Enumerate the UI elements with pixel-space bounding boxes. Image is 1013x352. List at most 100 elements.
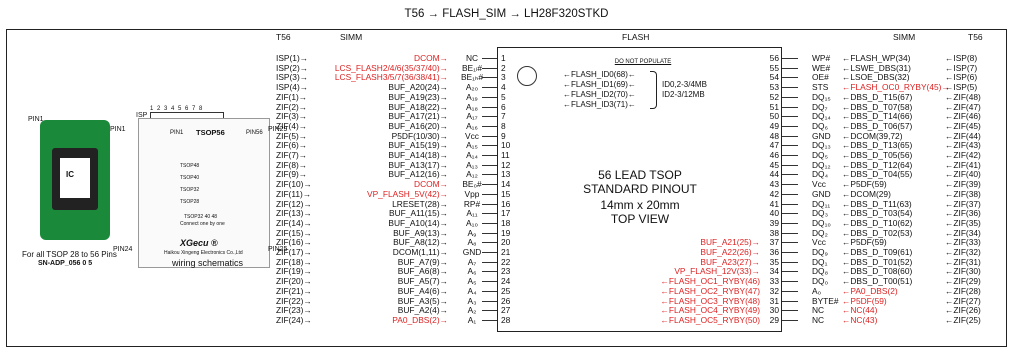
left-simm: DCOM→: [414, 53, 448, 63]
left-t56: ZIF(19)→: [276, 266, 312, 277]
right-simm: ←DBS_D_T09(61): [842, 247, 913, 257]
left-signal: A₁: [467, 314, 477, 325]
right-simm: ←P5DF(59): [842, 179, 887, 190]
package-list: TSOP48 TSOP40 TSOP32 TSOP28: [180, 160, 199, 208]
right-t56: ←ZIF(45): [945, 120, 981, 131]
left-simm: BUF_A13(17)→: [388, 159, 448, 170]
right-t56: ←ZIF(37): [945, 198, 981, 209]
left-pin-line: [482, 193, 497, 195]
left-t56: ZIF(3)→: [276, 111, 308, 122]
right-pin-line: [782, 116, 798, 118]
right-t56: ←ZIF(46): [945, 111, 981, 122]
left-pin-line: [482, 155, 497, 156]
left-t56: ISP(1)→: [276, 53, 309, 63]
id-note-1: ID0,2-3/4MB: [662, 80, 707, 89]
left-simm: BUF_A5(7)→: [397, 276, 448, 287]
right-simm: ←FLASH_OC0_RYBY(45)→: [842, 82, 950, 93]
header-simm-left: SIMM: [340, 32, 363, 42]
right-pin-line: [782, 155, 798, 156]
right-pin-number: 31: [769, 295, 779, 306]
right-pin-number: 56: [769, 53, 779, 63]
right-pin-number: 30: [769, 305, 779, 316]
left-pin-number: 8: [501, 120, 506, 131]
right-simm: ←DBS_D_T15(67): [842, 91, 913, 102]
right-signal: DQ₈: [812, 266, 829, 277]
right-signal: DQ₁₅: [812, 91, 831, 102]
right-signal: STS: [812, 82, 829, 93]
right-t56: ←ZIF(28): [945, 285, 981, 296]
right-t56: ←ZIF(27): [945, 295, 981, 306]
left-t56: ISP(3)→: [276, 72, 309, 83]
right-signal: WP#: [812, 53, 831, 63]
left-pin-number: 19: [501, 227, 511, 238]
flash-id2: ←FLASH_ID2(70)←: [563, 90, 636, 99]
right-signal: DQ₁₃: [812, 140, 831, 151]
left-simm: BUF_A10(14)→: [388, 217, 448, 228]
right-t56: ←ZIF(36): [945, 208, 981, 219]
left-t56: ISP(2)→: [276, 62, 309, 73]
right-pin-number: 32: [769, 285, 779, 296]
left-pin-line: [482, 87, 497, 89]
flash-id1: ←FLASH_ID1(69)←: [563, 80, 636, 89]
left-simm: BUF_A3(5)→: [397, 295, 448, 306]
left-signal: BE₀#: [462, 179, 482, 190]
right-pin-number: 40: [769, 208, 779, 219]
right-t56: ←ZIF(29): [945, 276, 981, 287]
left-signal: A₁₀: [466, 217, 478, 228]
left-pin-number: 11: [501, 150, 510, 160]
right-pin-number: 55: [769, 62, 779, 73]
inner-signal: ←FLASH_OC5_RYBY(50): [660, 314, 760, 325]
left-simm: LCS_FLASH2/4/6(35/37/40)→: [334, 62, 448, 73]
right-simm: ←DBS_D_T10(62): [842, 217, 913, 228]
left-pin-line: [482, 271, 497, 273]
right-pin-number: 46: [769, 150, 779, 160]
right-simm: ←DCOM(39,72): [842, 130, 903, 141]
pkg-tsop32: TSOP32: [180, 187, 200, 193]
right-pin-number: 42: [769, 188, 779, 199]
left-simm: BUF_A12(16)→: [388, 169, 448, 180]
left-signal: A₅: [467, 276, 477, 287]
right-pin-line: [782, 232, 798, 234]
left-signal: A₁₂: [466, 169, 478, 180]
left-t56: ZIF(5)→: [276, 130, 308, 141]
right-signal: Vcc: [812, 237, 826, 248]
chip-title-4: TOP VIEW: [610, 212, 670, 226]
left-signal: A₁₅: [466, 140, 478, 151]
left-pin-number: 10: [501, 140, 511, 151]
left-simm: BUF_A11(15)→: [389, 208, 448, 219]
right-t56: ←ZIF(32): [945, 247, 981, 257]
right-t56: ←ISP(8): [945, 53, 978, 63]
left-simm: BUF_A9(13)→: [393, 227, 448, 238]
right-pin-line: [782, 67, 798, 69]
right-pin-number: 45: [769, 159, 779, 170]
right-simm: ←DBS_D_T08(60): [842, 266, 913, 277]
right-simm: ←P5DF(59): [842, 295, 887, 306]
right-pin-line: [782, 77, 798, 79]
left-signal: A₇: [467, 256, 477, 267]
left-simm: BUF_A16(20)→: [388, 120, 448, 131]
left-pin-number: 26: [501, 295, 511, 306]
diagram-frame: [6, 29, 1007, 347]
right-signal: DQ₁₁: [812, 198, 831, 209]
chip-title-3: 14mm x 20mm: [600, 198, 680, 212]
left-t56: ZIF(17)→: [276, 247, 312, 257]
right-pin-line: [782, 164, 798, 166]
right-simm: ←DBS_D_T11(63): [842, 198, 912, 209]
left-pin-number: 24: [501, 276, 511, 287]
left-signal: A₄: [467, 285, 477, 296]
left-t56: ZIF(13)→: [276, 208, 312, 219]
left-signal: BE₁ₕ#: [460, 72, 484, 83]
tsop56-label: TSOP56: [196, 128, 225, 137]
right-signal: DQ₉: [812, 247, 828, 257]
left-simm: PA0_DBS(2)→: [392, 314, 448, 325]
right-pin-line: [782, 145, 798, 147]
right-t56: ←ISP(7): [945, 62, 978, 73]
right-pin-number: 37: [769, 237, 779, 248]
left-pin-line: [482, 261, 497, 263]
right-pin-line: [782, 310, 798, 312]
right-signal: OE#: [812, 72, 829, 83]
left-simm: P5DF(10/30)→: [391, 130, 448, 141]
left-pin-number: 16: [501, 198, 511, 209]
left-t56: ISP(4)→: [276, 82, 309, 93]
left-t56: ZIF(20)→: [276, 276, 312, 287]
